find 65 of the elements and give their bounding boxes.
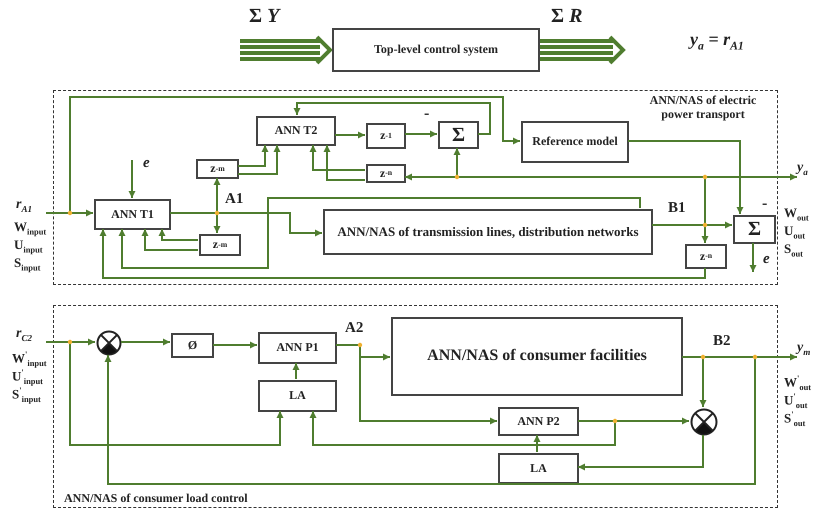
arrow <box>294 102 491 135</box>
arrow <box>214 178 220 233</box>
delay-block: z$^{-m}$ <box>196 159 239 179</box>
arrow <box>405 130 437 138</box>
delay-block: z$^{-n}$ <box>366 164 406 183</box>
process-box: Reference model <box>521 121 629 163</box>
process-box: ANN/NAS of consumer facilities <box>391 317 683 396</box>
signal-label: y$_{m}$ <box>797 341 823 357</box>
arrow <box>578 435 704 470</box>
multiplier-circle <box>96 330 122 356</box>
arrow <box>100 229 706 279</box>
group-title: ANN/NAS of consumer load control <box>64 492 248 506</box>
arrow <box>628 140 744 214</box>
equation-label: y$_{a}$ = r$_{A1}$ <box>690 30 744 52</box>
arrow <box>538 35 626 65</box>
arrow <box>170 212 322 236</box>
arrow <box>238 145 268 167</box>
arrow <box>335 132 365 138</box>
process-box: ANN T1 <box>94 199 171 230</box>
signal-label: S$_{input}$ <box>14 256 40 272</box>
arrow <box>158 229 198 241</box>
arrow <box>104 355 756 485</box>
signal-label: U$_{out}$ <box>784 224 806 240</box>
process-box: ANN P2 <box>498 407 579 436</box>
signal-label: r$_{C2}$ <box>16 327 46 342</box>
process-box: Top-level control system <box>332 28 540 72</box>
dashed-group-frame <box>53 90 778 285</box>
signal-label: W$_{out}$ <box>784 206 809 222</box>
sign-label: - <box>762 196 768 212</box>
multiplier-circle <box>690 408 718 436</box>
arrow <box>238 145 280 175</box>
signal-label: y$_{a}$ <box>797 161 823 177</box>
signal-label: r$_{A1}$ <box>16 198 46 213</box>
summing-junction: Σ <box>733 215 776 244</box>
delay-block: Ø <box>171 333 214 358</box>
process-box: ANN P1 <box>258 332 337 364</box>
arrow <box>310 411 616 446</box>
process-box: ANN T2 <box>256 116 336 146</box>
summing-junction: Σ <box>438 121 479 149</box>
process-box: LA <box>498 453 579 484</box>
arrow <box>142 229 198 251</box>
arrow <box>118 197 641 269</box>
sign-label: - <box>424 106 430 122</box>
arrow <box>238 35 333 65</box>
process-box: LA <box>258 380 337 412</box>
arrow <box>46 96 520 214</box>
arrow <box>534 435 540 452</box>
delay-block: z$^{-m}$ <box>199 234 241 256</box>
signal-label: S$_{out}$ <box>784 242 803 258</box>
arrow <box>324 145 365 181</box>
dashed-group-frame <box>53 305 778 508</box>
signal-label: W$_{input}$ <box>14 220 46 236</box>
arrow <box>128 160 136 198</box>
arrow <box>292 363 300 379</box>
arrow <box>310 145 365 171</box>
process-box: ANN/NAS of transmission lines, distribution networks <box>323 209 653 255</box>
arrow <box>213 342 257 348</box>
group-title: ANN/NAS of electric power transport <box>648 94 758 122</box>
arrow <box>121 338 170 346</box>
arrow <box>652 224 708 243</box>
delay-block: z$^{-1}$ <box>366 123 406 149</box>
arrow <box>46 341 284 446</box>
arrow <box>750 243 756 272</box>
signal-label: U$_{input}$ <box>14 238 43 254</box>
delay-block: z$^{-n}$ <box>685 244 727 269</box>
